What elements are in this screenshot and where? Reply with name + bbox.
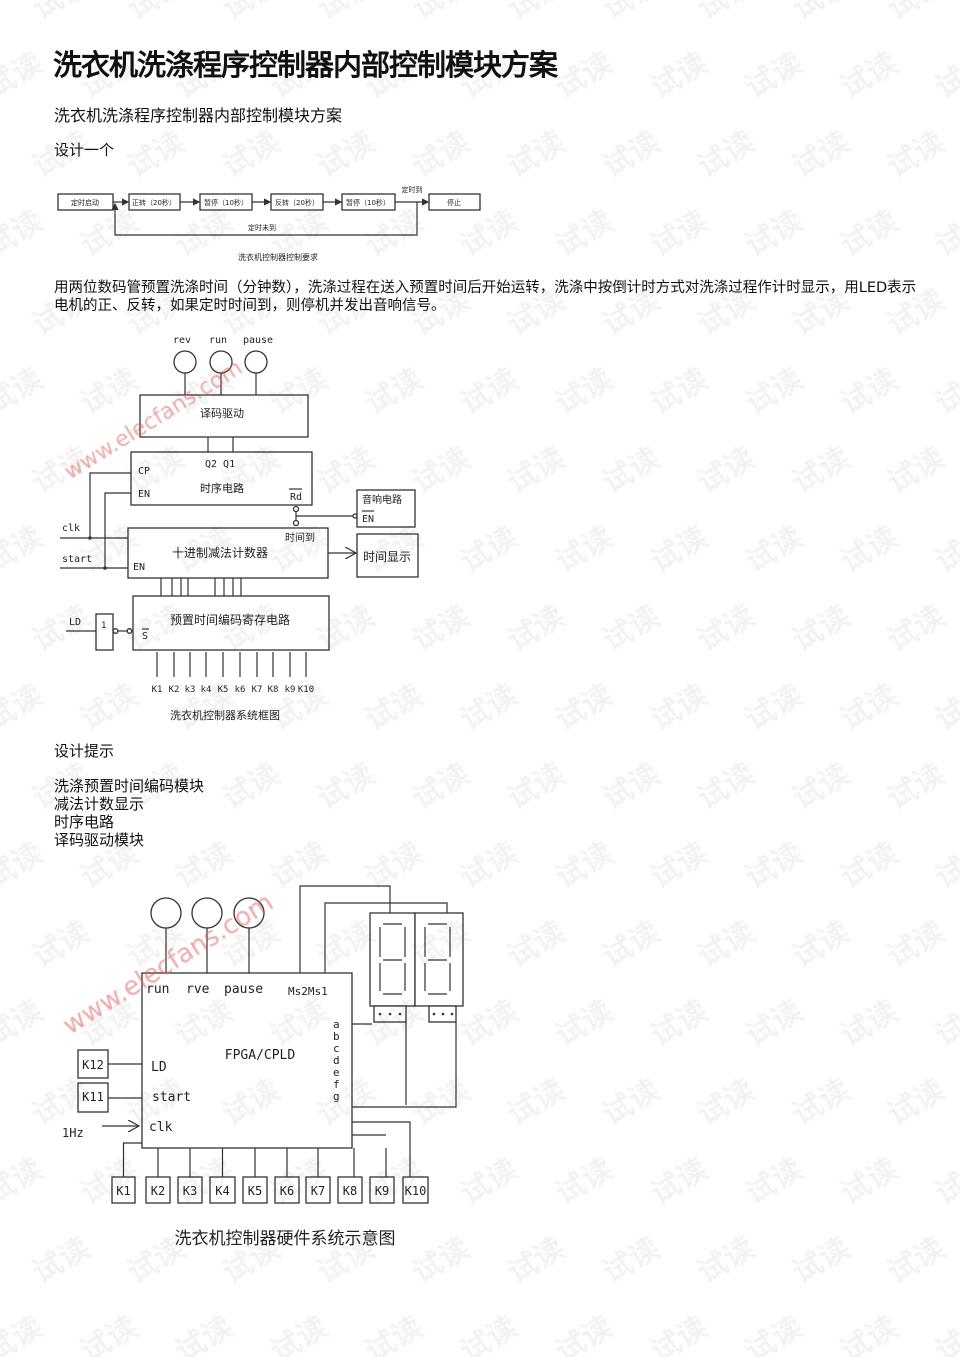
- hint-item: 译码驱动模块: [54, 831, 145, 849]
- flow-step-label: 暂停（10秒）: [204, 198, 248, 207]
- led-icon: [209, 350, 233, 374]
- key-label: K5: [248, 1184, 262, 1198]
- switch-label: K11: [82, 1090, 104, 1104]
- decimal-dot: [450, 1012, 454, 1016]
- block-caption: 洗衣机控制器系统框图: [170, 708, 280, 722]
- timer-not-done-label: 定时未到: [248, 223, 276, 232]
- pin-label: Ms2Ms1: [288, 985, 328, 998]
- key-label: k9: [285, 685, 296, 695]
- display-label: 时间显示: [363, 550, 411, 564]
- key-label: k3: [185, 685, 196, 695]
- flow-caption: 洗衣机控制器控制要求: [238, 252, 318, 262]
- led-label: rev: [173, 335, 191, 346]
- en-label: EN: [138, 489, 150, 500]
- flow-step-label: 停止: [447, 198, 461, 207]
- rd-label: Rd: [290, 492, 302, 503]
- pin-label: rve: [186, 982, 210, 997]
- block-diagram: rev run pause 译码驱动 Q2 Q1 CP EN 时序电路 Rd 音…: [60, 335, 419, 722]
- buzzer-en-label: EN: [362, 514, 374, 525]
- key-label: K10: [405, 1184, 427, 1198]
- hint-item: 时序电路: [54, 813, 115, 831]
- not-gate: [95, 613, 114, 651]
- clk-label: clk: [62, 523, 80, 534]
- decoder-label: 译码驱动: [200, 407, 244, 420]
- switch-label: K12: [82, 1058, 104, 1072]
- key-label: K8: [343, 1184, 357, 1198]
- led-icon: [233, 897, 265, 929]
- pin-label: clk: [149, 1120, 173, 1135]
- timer-done-label: 定时到: [402, 185, 423, 194]
- led-icon: [173, 350, 197, 374]
- key-label: K4: [215, 1184, 229, 1198]
- key-label: K6: [280, 1184, 294, 1198]
- pin-label: pause: [224, 982, 263, 997]
- key-label: K7: [252, 685, 263, 695]
- q-label: Q2 Q1: [205, 459, 235, 470]
- start-label: start: [62, 554, 92, 565]
- ld-label: LD: [69, 617, 81, 628]
- requirements-paragraph: 用两位数码管预置洗涤时间（分钟数），洗涤过程在送入预置时间后开始运转，洗涤中按倒…: [54, 280, 917, 314]
- key-label: K1: [116, 1184, 130, 1198]
- pin-label: LD: [151, 1060, 167, 1075]
- buzzer-label: 音响电路: [362, 493, 402, 506]
- key-label: K7: [311, 1184, 325, 1198]
- led-icon: [191, 897, 223, 929]
- hardware-diagram: run rve pause Ms2Ms1 FPGA/CPLD LD start …: [62, 885, 464, 1249]
- subtitle: 洗衣机洗涤程序控制器内部控制模块方案: [54, 106, 343, 125]
- timeout-label: 时间到: [285, 531, 315, 544]
- flow-step-label: 暂停（10秒）: [346, 198, 390, 207]
- key-label: K1: [152, 685, 163, 695]
- cp-label: CP: [138, 466, 150, 477]
- hint-item: 洗涤预置时间编码模块: [54, 777, 205, 795]
- counter-label: 十进制减法计数器: [172, 545, 268, 560]
- led-icon: [150, 897, 182, 929]
- flow-step-label: 正转（20秒）: [132, 198, 176, 207]
- clock-label: 1Hz: [62, 1126, 84, 1140]
- key-label: K9: [375, 1184, 389, 1198]
- led-label: run: [209, 335, 227, 346]
- hint-item: 减法计数显示: [54, 795, 145, 813]
- decimal-dot: [378, 1012, 382, 1016]
- key-label: K8: [268, 685, 279, 695]
- led-label: pause: [243, 335, 273, 346]
- pin-label: start: [152, 1090, 191, 1105]
- preset-s-label: S: [142, 631, 148, 642]
- key-label: k6: [235, 685, 246, 695]
- decimal-dot: [441, 1012, 445, 1016]
- hint-list: 洗涤预置时间编码模块 减法计数显示 时序电路 译码驱动模块: [54, 777, 204, 849]
- flow-diagram: 定时启动 正转（20秒） 暂停（10秒） 反转（20秒） 暂停（10秒） 停止 …: [57, 185, 481, 262]
- key-label: K2: [151, 1184, 165, 1198]
- flow-step-label: 反转（20秒）: [275, 198, 319, 207]
- hardware-caption: 洗衣机控制器硬件系统示意图: [175, 1229, 396, 1249]
- key-label: K10: [298, 685, 314, 695]
- key-label: k4: [201, 685, 212, 695]
- chip-label: FPGA/CPLD: [225, 1048, 296, 1063]
- preset-label: 预置时间编码寄存电路: [170, 612, 290, 627]
- decimal-dot: [398, 1012, 402, 1016]
- decimal-dot: [432, 1012, 436, 1016]
- segment-label: g: [333, 1090, 340, 1103]
- not-gate-label: 1: [101, 621, 106, 631]
- hint-title: 设计提示: [54, 742, 115, 760]
- key-label: K5: [218, 685, 229, 695]
- key-label: K3: [183, 1184, 197, 1198]
- timing-label: 时序电路: [200, 481, 244, 495]
- counter-en-label: EN: [133, 562, 145, 573]
- flow-step-label: 定时启动: [71, 198, 99, 207]
- key-label: K2: [169, 685, 180, 695]
- pin-label: run: [146, 982, 169, 997]
- page-title: 洗衣机洗涤程序控制器内部控制模块方案: [53, 48, 558, 82]
- decimal-dot: [388, 1012, 392, 1016]
- led-icon: [244, 350, 268, 374]
- design-intro: 设计一个: [54, 141, 115, 159]
